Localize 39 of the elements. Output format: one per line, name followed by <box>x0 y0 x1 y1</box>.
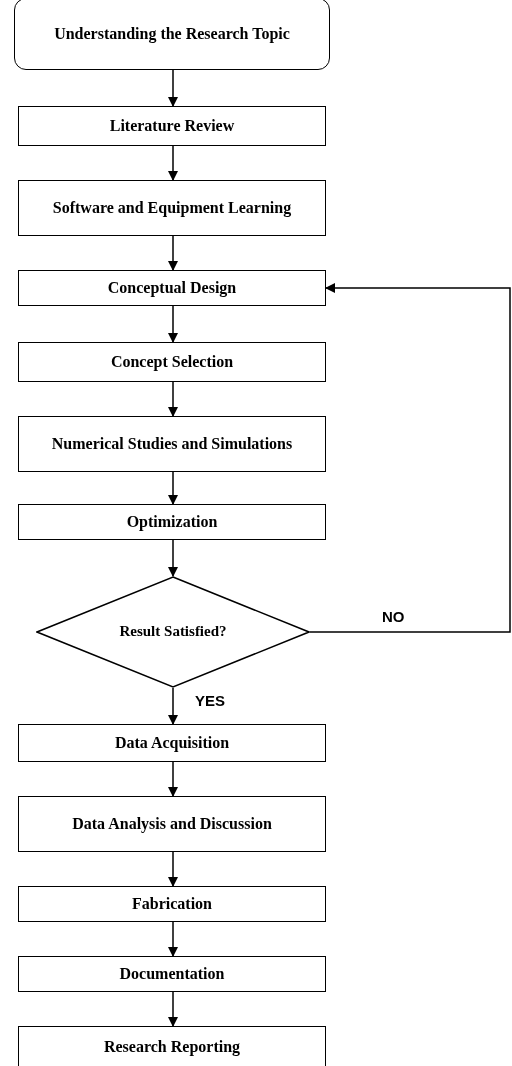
process-box <box>18 956 326 992</box>
process-box <box>18 180 326 236</box>
start-box <box>14 0 330 70</box>
process-box <box>18 416 326 472</box>
arrow <box>168 539 178 577</box>
step-label: Result Satisfied? <box>119 622 227 642</box>
decision-diamond <box>36 576 310 688</box>
step-label: Concept Selection <box>110 351 234 373</box>
process-box <box>18 270 326 306</box>
step-label: Conceptual Design <box>107 277 237 299</box>
step-label: Data Acquisition <box>114 732 230 754</box>
step-label: Research Reporting <box>103 1036 241 1058</box>
step-label: Data Analysis and Discussion <box>72 813 272 835</box>
process-box <box>18 886 326 922</box>
arrow <box>168 851 178 887</box>
arrow <box>168 991 178 1027</box>
step-label: Fabrication <box>132 893 212 914</box>
process-box <box>18 1026 326 1066</box>
arrow <box>168 761 178 797</box>
process-box <box>18 504 326 540</box>
process-box <box>18 724 326 762</box>
step-label: Documentation <box>119 963 225 984</box>
arrow <box>168 921 178 957</box>
process-box <box>18 106 326 146</box>
arrow <box>168 471 178 505</box>
step-label: Optimization <box>126 511 218 533</box>
step-label: Software and Equipment Learning <box>52 197 292 219</box>
process-box <box>18 342 326 382</box>
arrow <box>168 381 178 417</box>
arrow <box>168 687 178 725</box>
arrow <box>168 69 178 107</box>
step-label: Literature Review <box>109 115 235 136</box>
arrow <box>168 145 178 181</box>
step-label: Understanding the Research Topic <box>54 23 290 45</box>
step-label: Numerical Studies and Simulations <box>51 433 293 454</box>
arrow <box>168 235 178 271</box>
arrow <box>168 305 178 343</box>
process-box <box>18 796 326 852</box>
arrow <box>309 283 511 633</box>
